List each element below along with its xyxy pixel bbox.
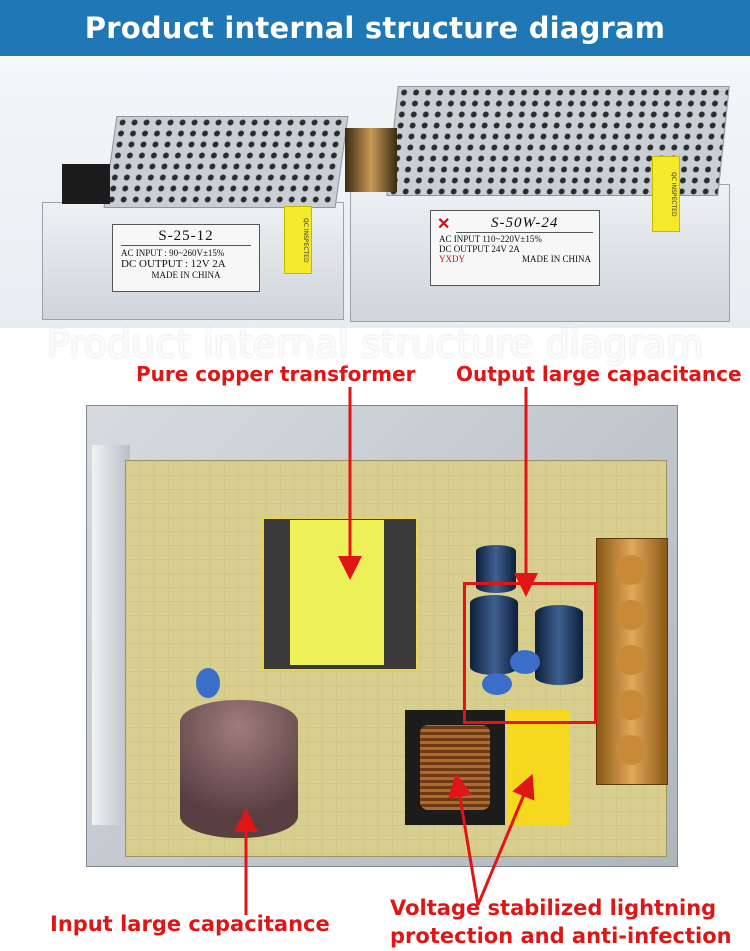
terminal-screw-4 [616,690,646,720]
qc-sticker-left: QC INSPECTED [284,206,312,274]
brand-name: YXDY [439,254,465,264]
qc-sticker-right: QC INSPECTED [652,156,680,232]
internal-structure-photo [0,360,750,951]
brand-logo: ✕ [437,216,451,233]
output-capacitor-3 [476,545,516,593]
model-label-left: S-25-12 [121,228,251,246]
ac-input-right: AC INPUT 110~220V±15% [439,234,542,244]
ac-input-left: AC INPUT : 90~260V±15% [121,248,225,258]
dc-output-right: DC OUTPUT 24V 2A [439,244,520,254]
page-title: Product internal structure diagram [84,11,666,45]
annotation-protection-line1: Voltage stabilized lightning [390,896,717,920]
annotation-input-capacitance: Input large capacitance [50,912,330,936]
product-photo: S-25-12 AC INPUT : 90~260V±15% DC OUTPUT… [0,56,750,328]
output-capacitor-2 [535,605,583,685]
made-in-left: MADE IN CHINA [151,270,221,280]
annotation-arrows [234,387,538,915]
made-in-right: MADE IN CHINA [522,254,591,264]
terminal-left [62,164,110,204]
protection-arrow-1 [448,773,480,906]
terminal-right [345,128,397,192]
model-label-right: S-50W-24 [456,215,593,233]
terminal-screw-2 [616,600,646,630]
transformer-winding [290,520,384,665]
terminal-screw-1 [616,555,646,585]
watermark-text: Product internal structure diagram [46,322,704,366]
ceramic-capacitor-3 [510,650,540,674]
annotation-protection-line2: protection and anti-infection [390,924,732,948]
title-banner: Product internal structure diagram [0,0,750,56]
protection-arrow-2 [476,773,535,906]
terminal-screw-3 [616,645,646,675]
annotation-output-capacitance: Output large capacitance [456,362,742,386]
label-plate-left: S-25-12 AC INPUT : 90~260V±15% DC OUTPUT… [112,224,260,292]
mesh-cover-left [103,116,349,208]
terminal-screw-5 [616,735,646,765]
annotation-transformer: Pure copper transformer [136,362,416,386]
chassis-side-rail [92,445,130,825]
label-plate-right: ✕ S-50W-24 AC INPUT 110~220V±15% DC OUTP… [430,210,600,286]
ceramic-capacitor-1 [196,668,220,698]
dc-output-left: DC OUTPUT : 12V 2A [121,258,226,270]
ceramic-capacitor-2 [482,673,512,695]
